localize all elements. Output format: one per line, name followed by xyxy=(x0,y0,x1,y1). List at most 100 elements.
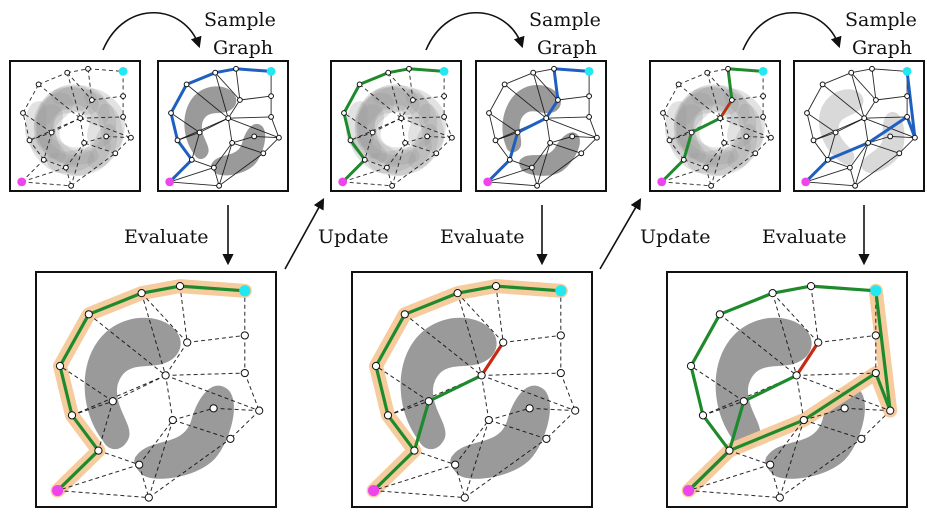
graph-edge xyxy=(481,375,490,421)
graph-edge xyxy=(59,365,114,402)
obstacle-shape xyxy=(30,135,95,174)
obstacle-shape xyxy=(372,87,438,148)
graph-node xyxy=(26,137,33,144)
graph-edge xyxy=(813,140,829,161)
graph-edge xyxy=(854,152,900,187)
best-path xyxy=(341,67,445,183)
graph-node xyxy=(85,65,91,72)
goal-node xyxy=(555,285,567,297)
start-node xyxy=(368,484,380,497)
graph-edge xyxy=(720,117,772,139)
panel-content xyxy=(366,279,580,502)
graph-edge xyxy=(375,365,430,402)
update-label-2: Update xyxy=(640,226,711,248)
graph-node xyxy=(686,361,696,371)
graph-node xyxy=(725,65,731,72)
graph-edge xyxy=(850,72,865,119)
graph-edge xyxy=(549,135,573,144)
obstacle-shape xyxy=(687,137,751,177)
graph-edge xyxy=(454,419,490,466)
graph-node xyxy=(410,446,419,455)
graph-node xyxy=(161,371,170,380)
graph-edge xyxy=(372,117,402,133)
graph-edge xyxy=(364,132,374,160)
graph-edge xyxy=(350,117,402,141)
graph-edge xyxy=(387,400,429,416)
obstacle-shape xyxy=(33,104,99,165)
graph-node xyxy=(276,134,282,141)
evaluation-panel-3 xyxy=(666,271,908,508)
graph-node xyxy=(491,282,501,291)
graph-node xyxy=(768,134,774,141)
graph-edge xyxy=(373,490,465,499)
sample-arrow-1 xyxy=(102,12,202,51)
graph-node xyxy=(865,140,871,146)
graph-edge xyxy=(488,407,530,421)
graph-node xyxy=(240,368,249,378)
obstacle-shape xyxy=(673,92,719,167)
graph-node xyxy=(857,434,866,443)
graph-node xyxy=(806,282,816,291)
graph-edge xyxy=(805,167,851,183)
belief-sample xyxy=(673,88,765,165)
graph-node xyxy=(869,65,875,72)
graph-node xyxy=(775,493,784,502)
panel-content xyxy=(681,282,898,502)
graph-node xyxy=(698,411,708,420)
graph-edge xyxy=(43,159,67,169)
graph-node xyxy=(385,69,392,76)
obstacle-shape xyxy=(351,135,416,174)
graph-edge xyxy=(218,142,233,186)
new-best-path xyxy=(687,290,892,492)
graph-node xyxy=(886,406,895,415)
graph-node xyxy=(848,69,855,76)
sample-arrow-3 xyxy=(742,12,842,51)
evaluate-label-2: Evaluate xyxy=(440,226,524,248)
goal-node xyxy=(584,67,594,76)
graph-edge xyxy=(199,117,229,133)
graph-node xyxy=(703,164,709,171)
graph-node xyxy=(251,133,258,140)
goal-node xyxy=(902,67,912,76)
arrows xyxy=(102,12,870,270)
graph-node xyxy=(766,460,775,469)
graph-edge xyxy=(401,117,453,139)
graph-edge xyxy=(532,72,547,119)
graph-node xyxy=(506,156,513,163)
goal-node xyxy=(870,285,882,297)
graph-node xyxy=(556,331,565,340)
graph-node xyxy=(175,282,185,291)
graph-node xyxy=(586,93,592,99)
evaluate-label-3: Evaluate xyxy=(762,226,846,248)
graph-edge xyxy=(706,72,721,119)
graph-edge xyxy=(359,84,402,119)
graph-node xyxy=(67,411,77,420)
graph-edge xyxy=(454,464,466,498)
belief-sample xyxy=(30,85,110,174)
graph-edge xyxy=(844,407,891,412)
graph-edge xyxy=(342,181,393,187)
belief-sample xyxy=(354,88,446,165)
graph-edge xyxy=(443,116,453,138)
graph-edge xyxy=(213,407,260,412)
update-arrow-1 xyxy=(284,198,325,270)
graph-edge xyxy=(850,72,877,101)
graph-edge xyxy=(532,72,559,101)
graph-edge xyxy=(412,95,445,101)
graph-node xyxy=(356,81,363,88)
graph-node xyxy=(64,69,71,76)
graph-node xyxy=(729,97,735,103)
graph-edge xyxy=(683,159,707,169)
graph-edge xyxy=(214,72,241,101)
update-label-1: Update xyxy=(318,226,389,248)
goal-node xyxy=(758,67,768,76)
graph-edge xyxy=(495,140,511,161)
graph-edge xyxy=(661,167,707,183)
graph-edge xyxy=(83,135,107,144)
graph-edge xyxy=(148,438,231,499)
graph-edge xyxy=(22,112,30,141)
graph-edge xyxy=(71,374,166,416)
graph-node xyxy=(389,182,395,189)
graph-edge xyxy=(545,118,551,143)
graph-node xyxy=(752,150,759,157)
